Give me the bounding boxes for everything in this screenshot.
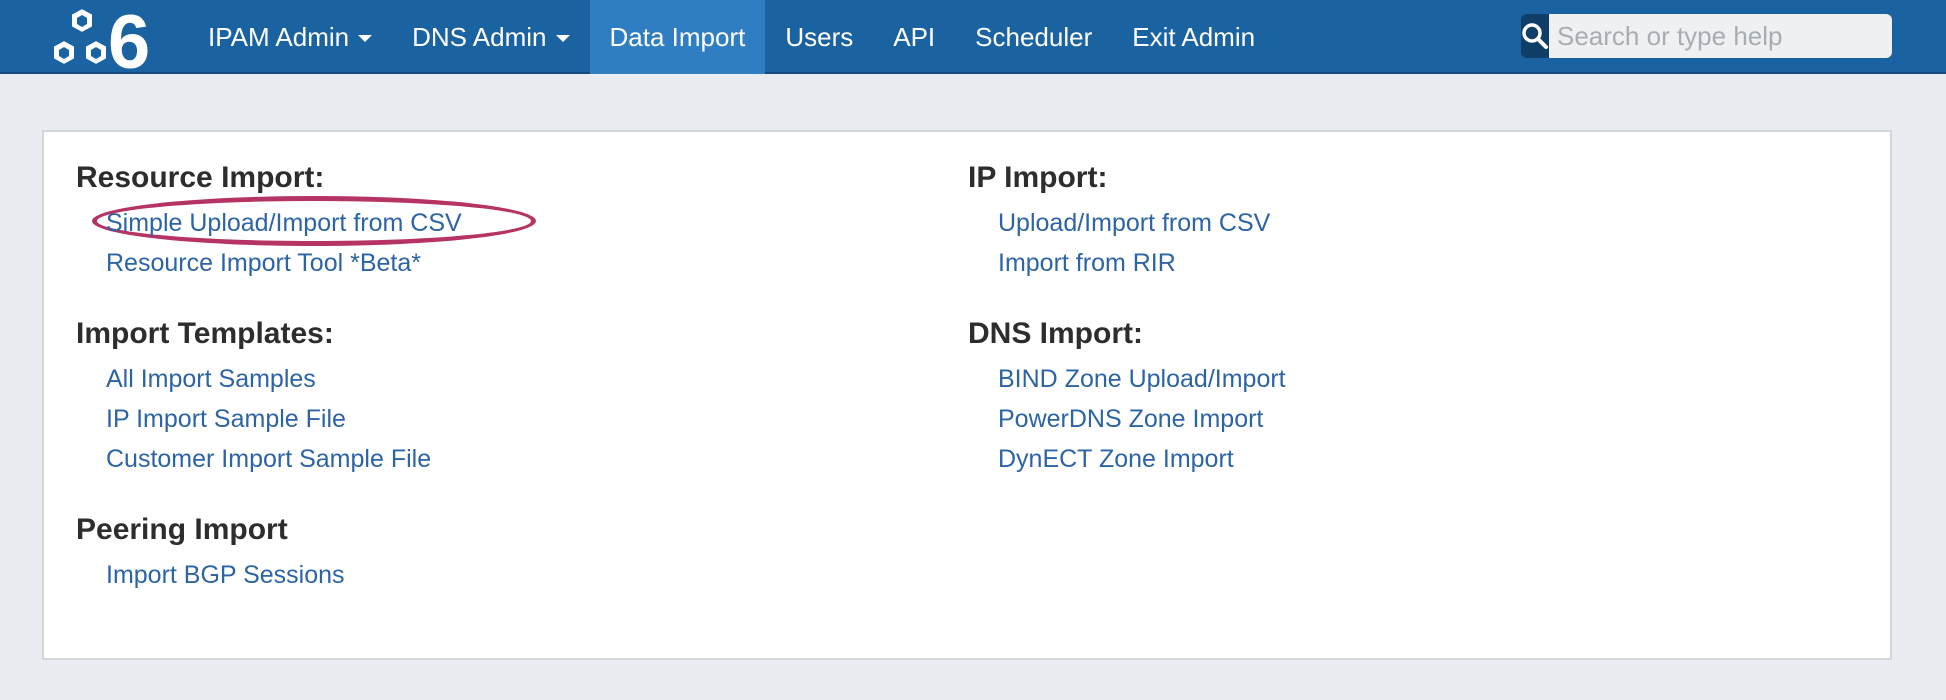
nav-exit-admin[interactable]: Exit Admin (1112, 0, 1275, 74)
nav-exit-admin-label: Exit Admin (1132, 21, 1256, 52)
nav-scheduler[interactable]: Scheduler (955, 0, 1112, 74)
link-dynect-zone-import[interactable]: DynECT Zone Import (998, 445, 1234, 473)
main-nav-menu: IPAM Admin DNS Admin Data Import Users A… (188, 0, 1275, 74)
nav-scheduler-label: Scheduler (975, 21, 1093, 52)
search-button[interactable] (1521, 14, 1549, 58)
hexagon-6-logo-icon[interactable]: 6 (38, 4, 170, 74)
dns-import-heading: DNS Import: (968, 317, 1143, 350)
caret-down-icon (358, 35, 373, 42)
search-icon (1522, 23, 1548, 49)
link-bind-zone-upload[interactable]: BIND Zone Upload/Import (998, 365, 1286, 393)
link-simple-upload-csv[interactable]: Simple Upload/Import from CSV (106, 209, 462, 237)
nav-data-import-label: Data Import (609, 21, 746, 52)
resource-import-heading: Resource Import: (76, 161, 325, 194)
nav-dns-admin[interactable]: DNS Admin (392, 0, 589, 74)
peering-import-heading: Peering Import (76, 513, 288, 546)
nav-ipam-admin[interactable]: IPAM Admin (188, 0, 392, 74)
search-box (1521, 14, 1892, 58)
nav-api-label: API (893, 21, 936, 52)
ip-import-heading: IP Import: (968, 161, 1108, 194)
data-import-panel: Resource Import: Simple Upload/Import fr… (42, 130, 1892, 660)
nav-ipam-admin-label: IPAM Admin (208, 21, 350, 52)
nav-dns-admin-label: DNS Admin (412, 21, 547, 52)
link-import-bgp-sessions[interactable]: Import BGP Sessions (106, 561, 345, 589)
nav-api[interactable]: API (873, 0, 955, 74)
caret-down-icon (555, 35, 570, 42)
nav-users-label: Users (785, 21, 854, 52)
top-navbar: 6 IPAM Admin DNS Admin Data Import Users… (0, 0, 1946, 74)
svg-text:6: 6 (108, 4, 150, 74)
link-all-import-samples[interactable]: All Import Samples (106, 365, 316, 393)
link-customer-import-sample-file[interactable]: Customer Import Sample File (106, 445, 432, 473)
link-ip-upload-csv[interactable]: Upload/Import from CSV (998, 209, 1271, 237)
link-resource-import-tool[interactable]: Resource Import Tool *Beta* (106, 249, 421, 277)
link-ip-import-sample-file[interactable]: IP Import Sample File (106, 405, 346, 433)
link-import-from-rir[interactable]: Import from RIR (998, 249, 1176, 277)
nav-data-import[interactable]: Data Import (589, 0, 766, 74)
nav-users[interactable]: Users (765, 0, 873, 74)
import-templates-heading: Import Templates: (76, 317, 334, 350)
link-powerdns-zone-import[interactable]: PowerDNS Zone Import (998, 405, 1264, 433)
search-input[interactable] (1549, 14, 1892, 58)
